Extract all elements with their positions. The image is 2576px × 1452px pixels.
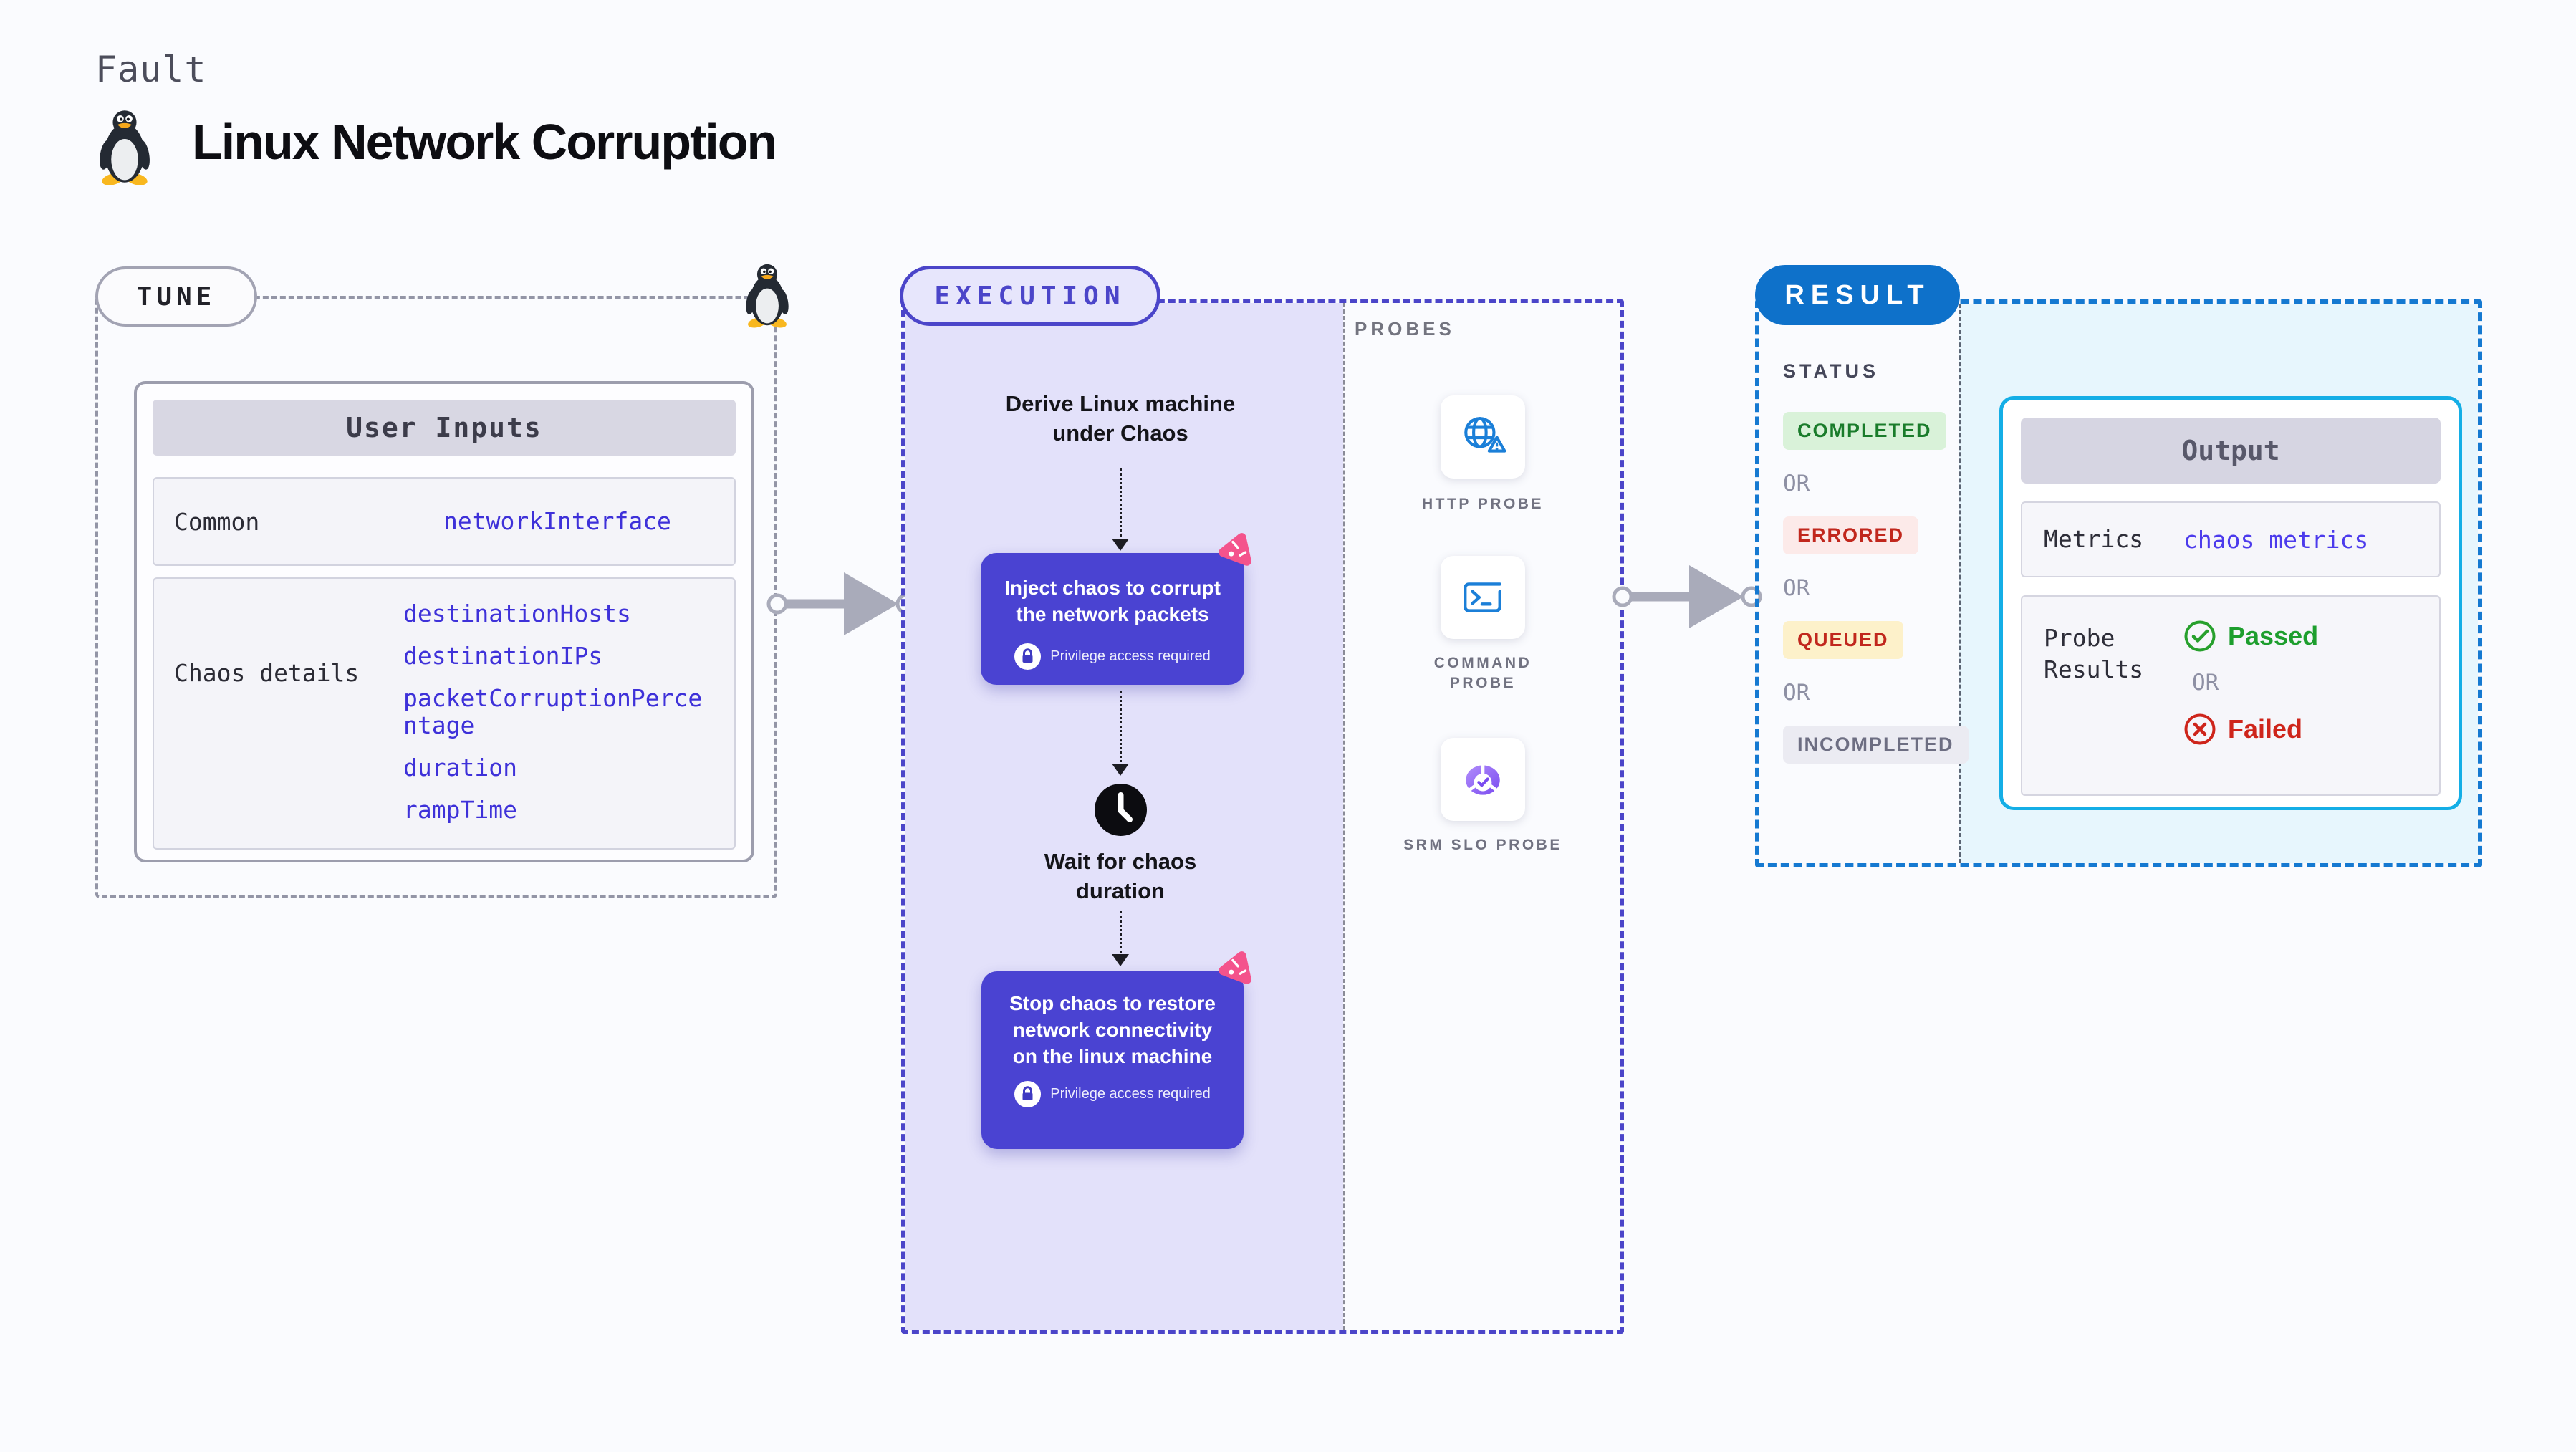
privilege-note: Privilege access required bbox=[981, 643, 1244, 670]
arrow-down-icon bbox=[1112, 764, 1129, 776]
chaos-logo-icon bbox=[1219, 533, 1251, 566]
input-value-list: destinationHosts destinationIPs packetCo… bbox=[403, 579, 711, 848]
step-derive-machine: Derive Linux machine under Chaos bbox=[1005, 391, 1236, 446]
input-value: packetCorruptionPercentage bbox=[403, 684, 703, 739]
metrics-value: chaos metrics bbox=[2183, 525, 2369, 554]
lock-icon bbox=[1014, 643, 1042, 670]
status-section-label: STATUS bbox=[1783, 360, 1879, 382]
privilege-note-text: Privilege access required bbox=[1050, 1086, 1211, 1102]
fault-kicker: Fault bbox=[95, 49, 207, 90]
probe-card-http bbox=[1441, 395, 1525, 479]
flow-connector bbox=[1120, 911, 1122, 953]
failed-text: Failed bbox=[2228, 714, 2303, 744]
metrics-row: Metrics chaos metrics bbox=[2021, 501, 2441, 577]
flow-arrow bbox=[766, 572, 917, 635]
user-inputs-card: User Inputs Common networkInterface Chao… bbox=[134, 381, 754, 862]
step-label: Stop chaos to restore network connectivi… bbox=[1009, 992, 1216, 1067]
or-separator: OR bbox=[2192, 670, 2219, 696]
or-separator: OR bbox=[1783, 680, 1810, 706]
user-inputs-title: User Inputs bbox=[153, 400, 736, 456]
probe-results-row: Probe Results Passed OR Failed bbox=[2021, 595, 2441, 796]
status-badge-completed: COMPLETED bbox=[1783, 412, 1946, 450]
step-inject-chaos: Inject chaos to corrupt the network pack… bbox=[981, 553, 1244, 685]
input-group-label: Common bbox=[174, 507, 260, 536]
linux-penguin-icon bbox=[746, 264, 789, 328]
globe-alert-icon bbox=[1464, 417, 1506, 453]
probe-card-command bbox=[1441, 556, 1525, 639]
input-group-label: Chaos details bbox=[174, 659, 360, 687]
arrow-down-icon bbox=[1112, 539, 1129, 551]
status-badge-errored: ERRORED bbox=[1783, 516, 1919, 554]
output-card: Output Metrics chaos metrics Probe Resul… bbox=[1999, 396, 2462, 810]
step-wait-duration: Wait for chaos duration bbox=[1044, 849, 1197, 903]
terminal-icon bbox=[1464, 582, 1501, 612]
x-circle-icon bbox=[2184, 713, 2216, 745]
tune-badge: TUNE bbox=[95, 266, 257, 327]
user-input-row-chaos-details: Chaos details destinationHosts destinati… bbox=[153, 577, 736, 850]
input-value: rampTime bbox=[403, 796, 517, 824]
chaos-logo-icon bbox=[1219, 951, 1251, 984]
metrics-label: Metrics bbox=[2044, 525, 2144, 553]
probe-label-http: HTTP PROBE bbox=[1422, 496, 1544, 512]
probe-results-values: Passed OR Failed bbox=[2183, 597, 2318, 794]
input-value: networkInterface bbox=[443, 507, 671, 535]
slo-donut-icon bbox=[1466, 764, 1500, 795]
probe-label-srm-slo: SRM SLO PROBE bbox=[1403, 837, 1562, 853]
probes-section-label: PROBES bbox=[1355, 318, 1455, 340]
result-badge: RESULT bbox=[1755, 265, 1960, 325]
probes-area bbox=[1343, 303, 1620, 1330]
passed-line: Passed bbox=[2183, 620, 2318, 653]
input-value: duration bbox=[403, 754, 517, 782]
passed-text: Passed bbox=[2228, 621, 2319, 650]
probe-label-command: COMMAND PROBE bbox=[1433, 655, 1532, 691]
output-title: Output bbox=[2021, 418, 2441, 484]
failed-line: Failed bbox=[2183, 713, 2318, 746]
clock-icon bbox=[1095, 784, 1147, 836]
arrow-down-icon bbox=[1112, 954, 1129, 966]
linux-penguin-icon bbox=[100, 110, 150, 185]
lock-icon bbox=[1014, 1081, 1042, 1107]
or-separator: OR bbox=[1783, 471, 1810, 496]
flow-arrow bbox=[1612, 565, 1762, 628]
or-separator: OR bbox=[1783, 575, 1810, 601]
privilege-note-text: Privilege access required bbox=[1050, 648, 1211, 664]
step-stop-chaos: Stop chaos to restore network connectivi… bbox=[981, 971, 1244, 1149]
status-badge-incompleted: INCOMPLETED bbox=[1783, 726, 1969, 764]
input-value: destinationHosts bbox=[403, 600, 631, 628]
step-label: Inject chaos to corrupt the network pack… bbox=[1004, 577, 1221, 625]
flow-connector bbox=[1120, 468, 1122, 537]
status-badge-queued: QUEUED bbox=[1783, 621, 1903, 659]
page-title: Linux Network Corruption bbox=[192, 114, 777, 170]
input-value: destinationIPs bbox=[403, 642, 603, 670]
user-input-row-common: Common networkInterface bbox=[153, 477, 736, 566]
probe-results-label: Probe Results bbox=[2044, 624, 2144, 683]
privilege-note: Privilege access required bbox=[981, 1081, 1244, 1107]
flow-connector bbox=[1120, 691, 1122, 762]
check-circle-icon bbox=[2184, 620, 2216, 652]
probe-card-srm-slo bbox=[1441, 738, 1525, 821]
execution-badge: EXECUTION bbox=[900, 266, 1160, 326]
